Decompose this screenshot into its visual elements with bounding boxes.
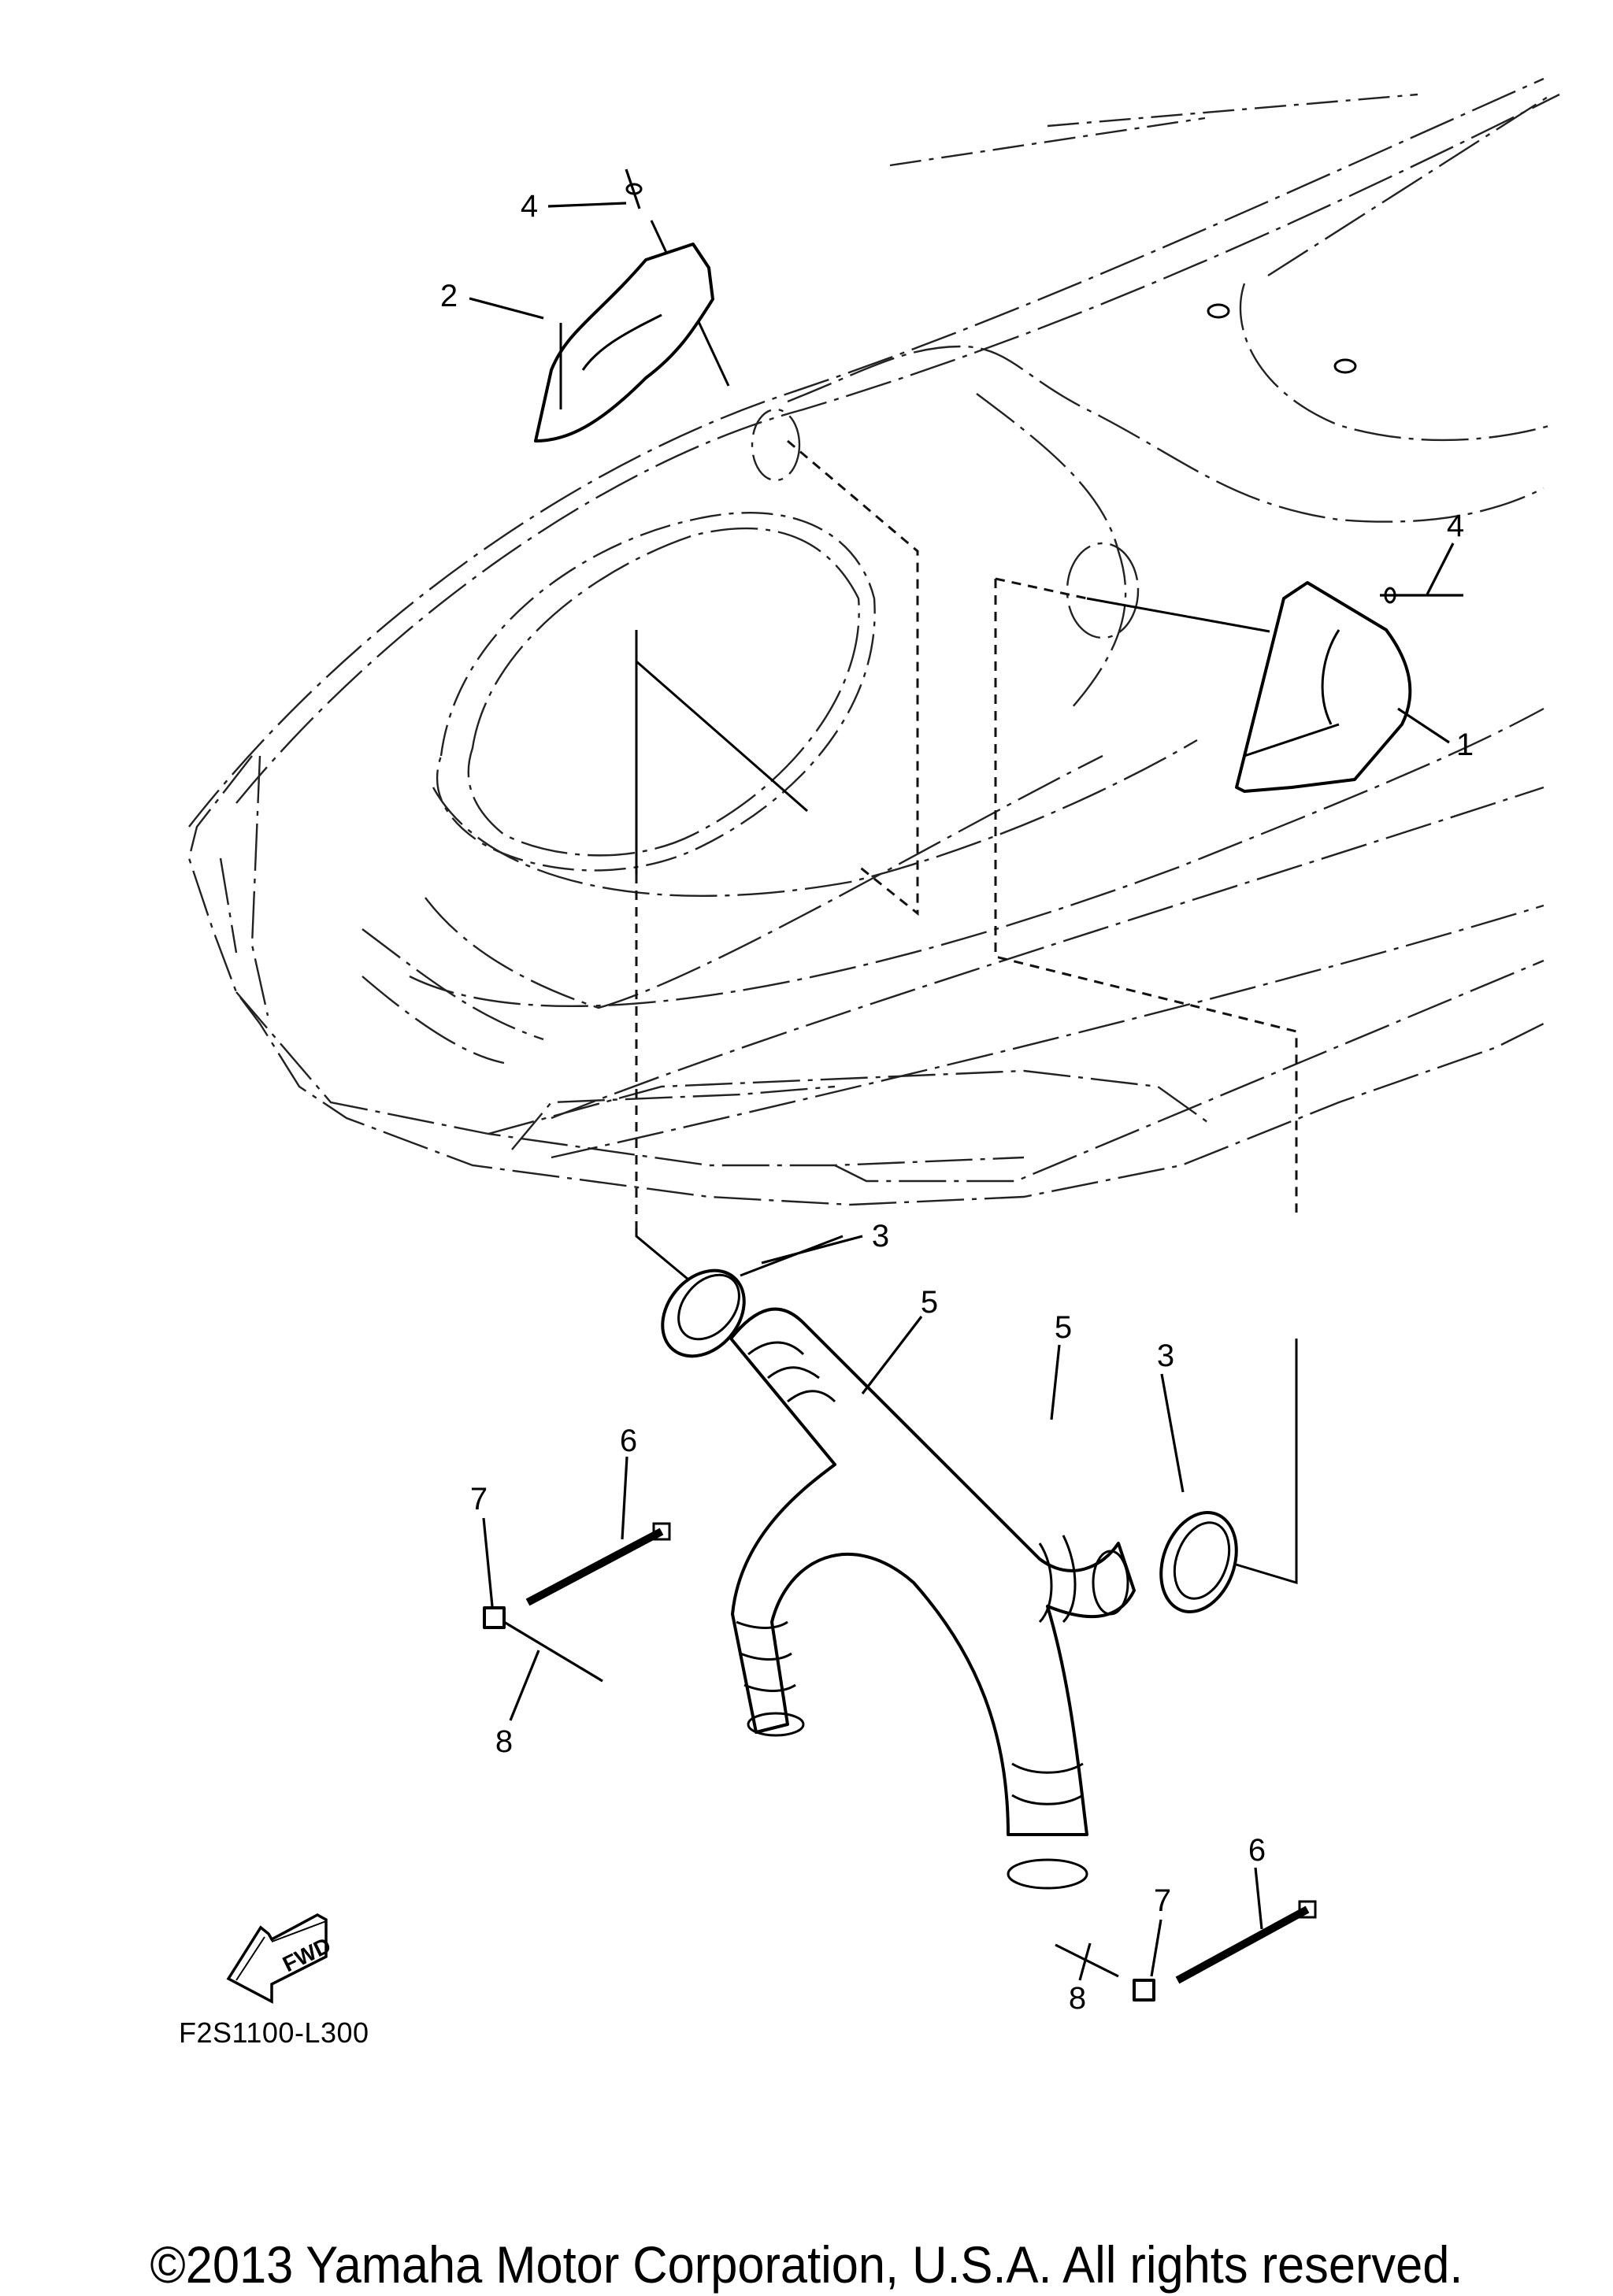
callout-8b: 8 [1068,1981,1087,2016]
hose-assembly [729,1307,1136,1890]
fastener-set-left [483,1522,671,1683]
grommet-left [661,1268,746,1358]
callout-7a: 7 [469,1482,488,1516]
diagram-code: F2S1100-L300 [179,2016,369,2049]
vent-duct-right [1235,581,1412,793]
callout-6b: 6 [1248,1833,1266,1868]
callout-3a: 3 [871,1219,890,1254]
callout-2: 2 [439,279,458,313]
callout-3b: 3 [1156,1339,1175,1373]
callout-leaders [469,202,1455,1981]
callout-8a: 8 [495,1724,514,1759]
rivet-4-top [625,168,643,209]
callout-4b: 4 [1446,509,1465,543]
vent-duct-left [534,243,714,443]
assembly-lines [635,220,1298,1585]
callout-5a: 5 [920,1285,939,1320]
callout-7b: 7 [1153,1883,1172,1918]
callout-1: 1 [1455,728,1474,762]
fastener-set-right [1055,1900,1317,2002]
callout-4a: 4 [520,189,539,224]
hull-outline [187,77,1560,1206]
rivet-4-right [1380,587,1463,604]
callout-6a: 6 [619,1424,638,1458]
grommet-right [1159,1511,1238,1613]
copyright-notice: ©2013 Yamaha Motor Corporation, U.S.A. A… [150,2235,1463,2294]
fwd-arrow-icon: FWD [226,1913,335,2004]
callout-5b: 5 [1054,1310,1073,1345]
